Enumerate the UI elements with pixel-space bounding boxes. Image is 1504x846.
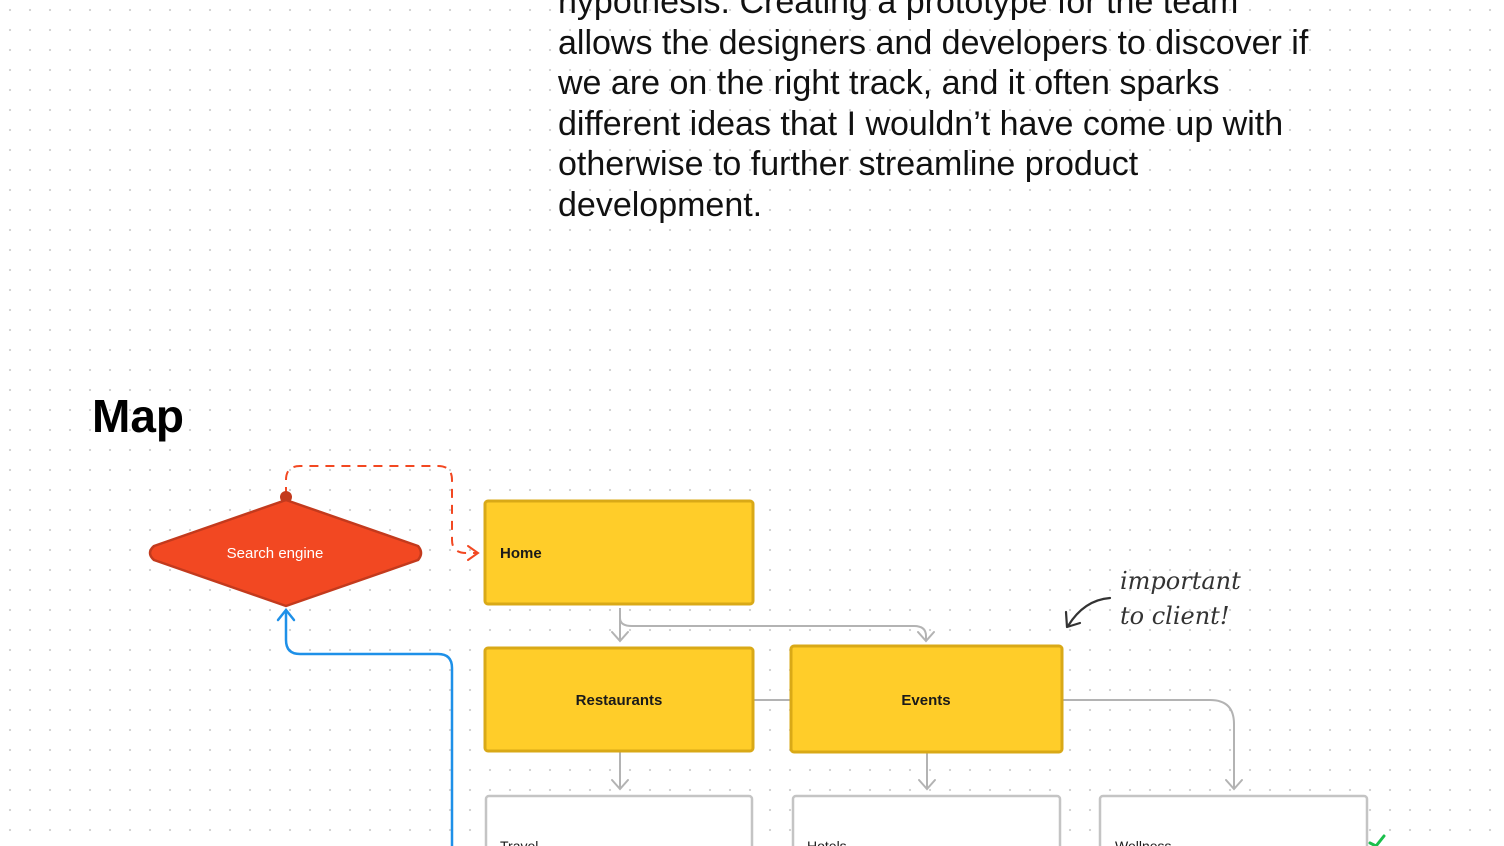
connector-events-to-wellness[interactable] xyxy=(1062,699,1235,788)
node-search-engine[interactable]: Search engine xyxy=(148,498,423,608)
node-search-engine-label: Search engine xyxy=(227,545,324,562)
intro-paragraph: hypothesis. Creating a prototype for the… xyxy=(558,0,1309,224)
node-home-label: Home xyxy=(500,545,542,562)
annotation-line-1: important xyxy=(1120,567,1241,595)
connectors xyxy=(276,465,1243,846)
node-hotels-label: Hotels xyxy=(807,838,847,846)
node-wellness[interactable]: Wellness xyxy=(1098,794,1369,846)
connector-return-to-search[interactable] xyxy=(284,612,454,846)
connector-arrowhead xyxy=(918,779,936,791)
connector-arrowhead xyxy=(917,631,935,643)
connector-arrowhead xyxy=(276,607,296,622)
annotation-arrowhead-icon xyxy=(1064,610,1082,629)
connector-home-to-events[interactable] xyxy=(619,608,927,640)
annotation-important-to-client[interactable]: important to client! xyxy=(1064,567,1241,630)
node-restaurants[interactable]: Restaurants xyxy=(483,646,755,753)
check-icon xyxy=(1368,834,1386,846)
annotation-arrow-icon xyxy=(1066,596,1112,628)
connector-arrowhead xyxy=(611,779,629,791)
annotation-line-2: to client! xyxy=(1120,602,1229,630)
node-travel[interactable]: Travel xyxy=(484,794,754,846)
node-home[interactable]: Home xyxy=(483,499,755,606)
connector-arrowhead xyxy=(467,545,480,561)
node-travel-label: Travel xyxy=(500,838,538,846)
connector-arrowhead xyxy=(611,631,629,643)
node-wellness-label: Wellness xyxy=(1115,838,1172,846)
node-events-label: Events xyxy=(901,692,950,709)
node-hotels[interactable]: Hotels xyxy=(791,794,1062,846)
node-events[interactable]: Events xyxy=(789,644,1064,754)
node-restaurants-label: Restaurants xyxy=(576,692,663,709)
map-heading: Map xyxy=(92,390,184,442)
connector-arrowhead xyxy=(1225,779,1243,791)
